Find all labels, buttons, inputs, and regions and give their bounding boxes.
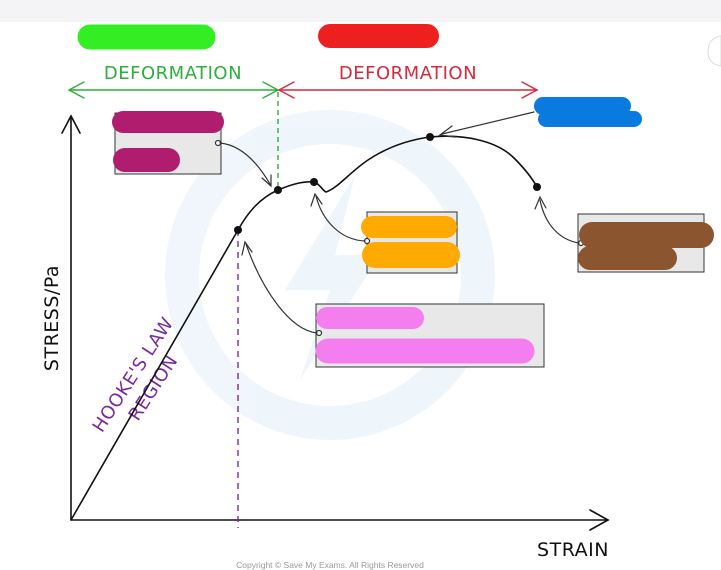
axes bbox=[61, 114, 610, 531]
plastic-deformation-arrow bbox=[277, 81, 539, 99]
breaking-point-pointer bbox=[534, 195, 585, 247]
limit-of-proportionality-pointer bbox=[241, 240, 323, 337]
elastic-limit-pointer bbox=[214, 139, 272, 188]
elastic-limit-point bbox=[274, 186, 282, 194]
strain-axis-label: STRAIN bbox=[537, 539, 609, 561]
copyright-text: Copyright © Save My Exams. All Rights Re… bbox=[236, 560, 424, 570]
yield-point bbox=[310, 178, 318, 186]
corner-tab bbox=[707, 35, 721, 67]
ultimate-tensile-stress-point bbox=[426, 133, 434, 141]
x-axis-arrowhead bbox=[589, 509, 610, 531]
top-shade bbox=[0, 0, 721, 22]
pointer-arrows bbox=[214, 111, 585, 337]
breaking-point bbox=[533, 183, 541, 191]
limit-of-proportionality-point bbox=[234, 226, 242, 234]
elastic-deformation-arrow bbox=[67, 81, 280, 99]
yield-point-pointer bbox=[310, 192, 371, 245]
elastic-deformation-label: DEFORMATION bbox=[104, 63, 242, 84]
lightning-bolt-logo-icon bbox=[165, 110, 495, 440]
stress-axis-label: STRESS/Pa bbox=[41, 265, 63, 371]
uts-pointer bbox=[438, 111, 535, 138]
plastic-deformation-label: DEFORMATION bbox=[339, 63, 477, 84]
redaction-marks bbox=[77, 24, 714, 364]
y-axis-arrowhead bbox=[61, 114, 81, 134]
